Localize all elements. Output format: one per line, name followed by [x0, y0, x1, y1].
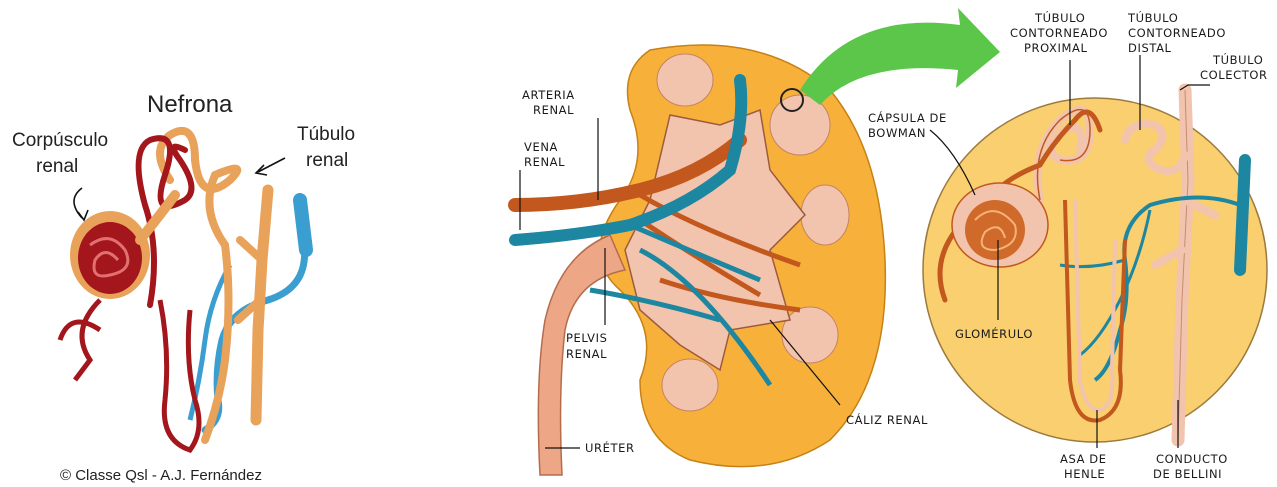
corpusculo-label-line2: renal [36, 156, 78, 177]
conducto-label-line2: DE BELLINI [1153, 467, 1222, 481]
capsula-label-line2: BOWMAN [868, 126, 926, 140]
vena-label-line2: RENAL [524, 155, 565, 169]
tubulo-label-line1: Túbulo [297, 124, 355, 145]
arteria-label-line2: RENAL [533, 103, 574, 117]
asa-label-line1: ASA DE [1060, 452, 1107, 466]
colector-label-line1: TÚBULO [1212, 52, 1263, 67]
proximal-label-line3: PROXIMAL [1024, 41, 1088, 55]
credit-text: © Classe Qsl - A.J. Fernández [60, 467, 262, 484]
ureter-label: URÉTER [585, 440, 635, 455]
glomerulo-label: GLOMÉRULO [955, 326, 1033, 341]
pelvis-label-line2: RENAL [566, 347, 607, 361]
capsula-label-line1: CÁPSULA DE [868, 110, 947, 125]
conducto-label-line1: CONDUCTO [1156, 452, 1228, 466]
vena-label-line1: VENA [524, 140, 558, 154]
tubulo-label-line2: renal [306, 150, 348, 171]
distal-label-line3: DISTAL [1128, 41, 1172, 55]
distal-label-line2: CONTORNEADO [1128, 26, 1226, 40]
asa-label-line2: HENLE [1064, 467, 1105, 481]
arteria-label-line1: ARTERIA [522, 88, 575, 102]
distal-label-line1: TÚBULO [1127, 10, 1178, 25]
proximal-label-line1: TÚBULO [1034, 10, 1085, 25]
pelvis-label-line1: PELVIS [566, 331, 608, 345]
caliz-label: CÁLIZ RENAL [846, 412, 928, 427]
proximal-label-line2: CONTORNEADO [1010, 26, 1108, 40]
nephron-title: Nefrona [147, 91, 233, 118]
nephron-illustration [60, 131, 306, 450]
corpusculo-label-line1: Corpúsculo [12, 130, 108, 151]
zoom-illustration [923, 55, 1267, 448]
colector-label-line2: COLECTOR [1200, 68, 1268, 82]
